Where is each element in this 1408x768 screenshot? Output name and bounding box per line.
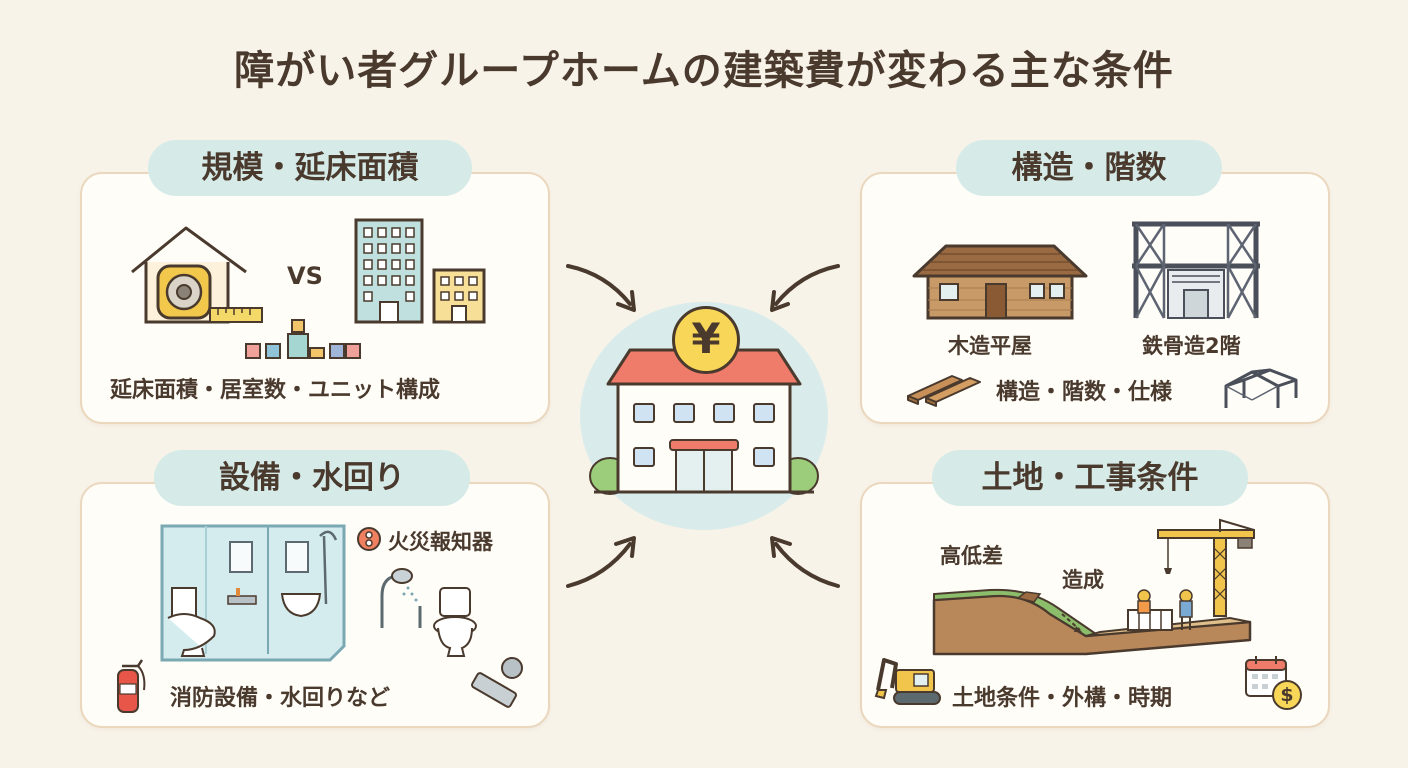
caption-land: 土地条件・外構・時期 — [952, 686, 1173, 711]
heading-scale: 規模・延床面積 — [148, 140, 472, 196]
label-wood: 木造平屋 — [948, 334, 1032, 358]
caption-scale: 延床面積・居室数・ユニット構成 — [110, 378, 441, 403]
label-grading: 造成 — [1062, 568, 1104, 592]
dollar-coin-icon: $ — [1272, 680, 1302, 710]
heading-equipment: 設備・水回り — [154, 450, 470, 506]
label-elevation: 高低差 — [940, 544, 1003, 568]
caption-equipment: 消防設備・水回りなど — [170, 686, 391, 711]
calendar-icon — [1245, 656, 1287, 697]
steel-frame-building-icon — [1132, 221, 1260, 319]
label-fire-alarm: 火災報知器 — [388, 530, 493, 554]
arrow-from-structure — [770, 264, 840, 312]
toilet-icon — [433, 587, 477, 657]
unit-blocks-icon — [245, 319, 361, 359]
excavator-icon — [874, 658, 941, 705]
lumber-icon — [907, 375, 981, 407]
dollar-symbol: $ — [1280, 684, 1294, 706]
heading-structure: 構造・階数 — [956, 140, 1222, 196]
construction-workers-icon — [1127, 589, 1193, 631]
arrow-from-scale — [566, 264, 636, 312]
tall-building-icon — [354, 218, 424, 324]
wooden-house-icon — [912, 244, 1088, 320]
shower-head-icon — [380, 568, 422, 628]
label-steel: 鉄骨造2階 — [1142, 334, 1241, 358]
care-home-building-icon — [589, 348, 819, 495]
page-title: 障がい者グループホームの建築費が変わる主な条件 — [234, 48, 1174, 94]
house-tape-measure-icon — [131, 226, 263, 324]
yen-coin-icon: ¥ — [672, 306, 740, 374]
arrow-from-equipment — [566, 536, 636, 588]
fire-alarm-icon — [357, 527, 381, 551]
yen-symbol: ¥ — [691, 314, 721, 363]
heading-land: 土地・工事条件 — [932, 450, 1248, 506]
bathroom-icon — [160, 524, 346, 662]
small-building-icon — [432, 268, 486, 324]
vs-label: VS — [287, 262, 323, 290]
fire-extinguisher-icon — [117, 659, 146, 713]
steel-truss-icon — [1224, 368, 1298, 408]
caption-structure: 構造・階数・仕様 — [996, 380, 1173, 405]
arrow-from-land — [770, 536, 840, 588]
tower-crane-icon — [1157, 518, 1255, 617]
pipe-wrench-icon — [471, 657, 523, 708]
